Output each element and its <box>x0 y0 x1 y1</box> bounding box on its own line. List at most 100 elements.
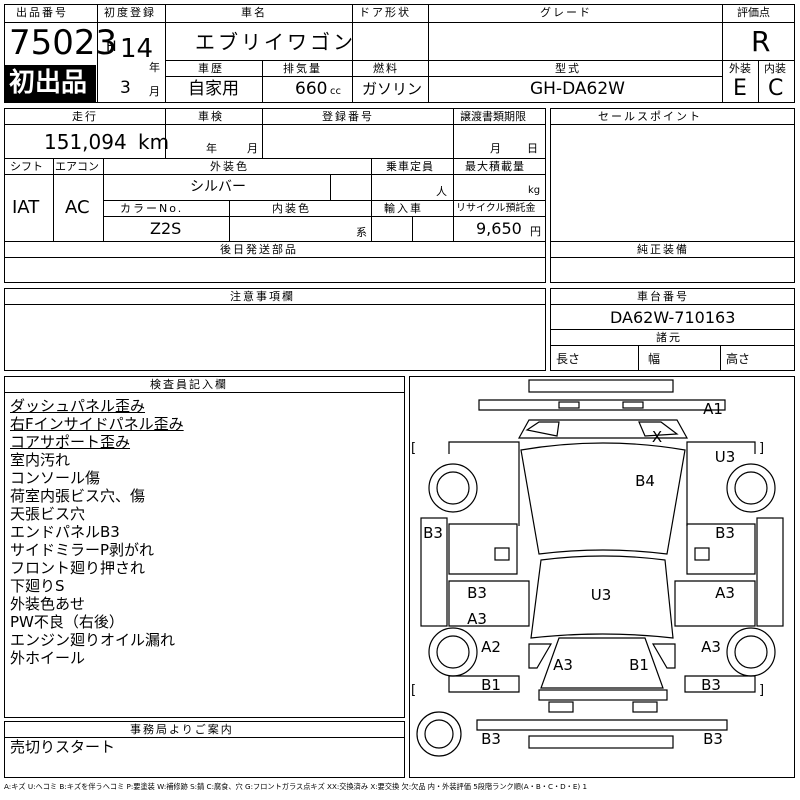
ext-color-label: 外装色 <box>210 160 249 173</box>
bracket-right-rear: ] <box>759 683 764 698</box>
transfer-label: 譲渡書類期限 <box>460 110 526 123</box>
mark-a3-rwheel: A3 <box>701 638 721 656</box>
spec-table <box>4 108 546 283</box>
car-name-label: 車名 <box>241 6 267 19</box>
import-label: 輸入車 <box>384 202 423 215</box>
note-2: 右Fインサイドパネル歪み <box>10 415 184 433</box>
lot-number: 75023 <box>9 23 118 63</box>
mark-u3-front: U3 <box>715 448 736 466</box>
mark-b3-right: B3 <box>715 524 735 542</box>
mileage: 151,094 <box>44 130 127 154</box>
color-no-label: カラーNo. <box>120 202 184 215</box>
mark-a1: A1 <box>703 400 723 418</box>
reg-month-unit: 月 <box>149 85 160 98</box>
int-color-unit: 系 <box>356 226 367 239</box>
sales-point-box <box>550 108 795 283</box>
mark-a2: A2 <box>481 638 501 656</box>
recycle-label: リサイクル預託金 <box>456 203 536 214</box>
later-parts-label: 後日発送部品 <box>220 243 298 256</box>
chassis-number: DA62W-710163 <box>610 308 736 327</box>
model-label: 型式 <box>555 62 581 75</box>
era: H <box>106 39 117 55</box>
note-5: コンソール傷 <box>10 469 101 487</box>
score-label: 評価点 <box>737 6 770 19</box>
note-14: エンジン廻りオイル漏れ <box>10 631 176 649</box>
reg-year-unit: 年 <box>149 61 160 74</box>
office-box <box>4 721 405 778</box>
mark-b3-bl: B3 <box>481 730 501 748</box>
mark-b3-rlow: B3 <box>701 676 721 694</box>
sales-point-label: セールスポイント <box>598 110 702 123</box>
shift-label: シフト <box>10 160 43 173</box>
exterior-label: 外装 <box>729 62 751 75</box>
displacement: 660 <box>295 79 328 99</box>
note-1: ダッシュパネル歪み <box>10 397 146 415</box>
int-color-label: 内装色 <box>272 202 311 215</box>
ext-color: シルバー <box>190 179 246 195</box>
inspector-box <box>4 376 405 718</box>
note-13: PW不良（右後） <box>10 613 124 631</box>
interior-grade: C <box>768 76 784 101</box>
bracket-left-rear: [ <box>411 683 416 698</box>
mark-a3-lmid2: A3 <box>467 610 487 628</box>
lot-number-label: 出品番号 <box>16 6 68 19</box>
capacity-unit: 人 <box>436 185 447 198</box>
mark-x: X <box>652 428 662 446</box>
note-15: 外ホイール <box>10 649 86 667</box>
recycle-unit: 円 <box>530 225 541 238</box>
note-11: 下廻りS <box>10 577 65 595</box>
mileage-label: 走行 <box>72 110 98 123</box>
length-label: 長さ <box>556 352 581 366</box>
reg-year: 14 <box>120 34 154 64</box>
car-name: エブリイワゴン <box>195 30 356 54</box>
legend: A:キズ U:ヘコミ B:キズを伴うヘコミ P:要塗装 W:補修跡 S:錆 C:… <box>4 782 588 791</box>
max-load-unit: kg <box>528 185 541 196</box>
mark-a3-rearl: A3 <box>553 656 573 674</box>
mark-b3-br: B3 <box>703 730 723 748</box>
fuel: ガソリン <box>362 80 423 98</box>
note-9: サイドミラーP剥がれ <box>10 541 155 559</box>
inspection-year-unit: 年 <box>206 142 217 155</box>
first-listing-text: 初出品 <box>9 68 88 98</box>
bracket-left-front: [ <box>411 441 416 456</box>
first-listing-badge <box>5 65 96 102</box>
width-label: 幅 <box>648 352 661 366</box>
capacity-label: 乗車定員 <box>386 160 434 173</box>
color-no: Z2S <box>150 219 182 238</box>
caution-label: 注意事項欄 <box>230 290 295 303</box>
model: GH-DA62W <box>530 79 625 99</box>
damage-diagram <box>409 376 795 778</box>
mark-u3-roof: U3 <box>591 586 612 604</box>
inspection-label: 車検 <box>198 110 224 123</box>
displacement-unit: cc <box>330 86 341 97</box>
exterior-grade: E <box>733 76 747 101</box>
history: 自家用 <box>188 79 239 99</box>
recycle-value: 9,650 <box>476 219 522 238</box>
dims-label: 諸元 <box>656 331 682 344</box>
caution-box <box>4 288 546 371</box>
height-label: 高さ <box>726 352 751 366</box>
chassis-label: 車台番号 <box>637 290 689 303</box>
interior-label: 内装 <box>764 62 786 75</box>
ac-label: エアコン <box>55 160 99 173</box>
grade-label: グレード <box>540 6 592 19</box>
mark-a3-rmid: A3 <box>715 584 735 602</box>
reg-month: 3 <box>120 78 131 98</box>
office-text: 売切りスタート <box>10 738 116 756</box>
mark-b1-rearr: B1 <box>629 656 649 674</box>
transfer-month-unit: 月 <box>490 142 501 155</box>
mark-b1-left: B1 <box>481 676 501 694</box>
mark-b3-lmid: B3 <box>467 584 487 602</box>
office-title: 事務局よりご案内 <box>130 723 234 736</box>
header-table <box>4 4 795 103</box>
mark-b4: B4 <box>635 472 655 490</box>
ac-value: AC <box>65 197 90 218</box>
max-load-label: 最大積載量 <box>465 160 525 173</box>
inspection-month-unit: 月 <box>247 142 258 155</box>
bracket-right-front: ] <box>759 441 764 456</box>
mark-b3-left: B3 <box>423 524 443 542</box>
door-label: ドア形状 <box>359 6 411 19</box>
fuel-label: 燃料 <box>373 62 399 75</box>
displacement-label: 排気量 <box>283 62 322 75</box>
note-3: コアサポート歪み <box>10 433 131 451</box>
